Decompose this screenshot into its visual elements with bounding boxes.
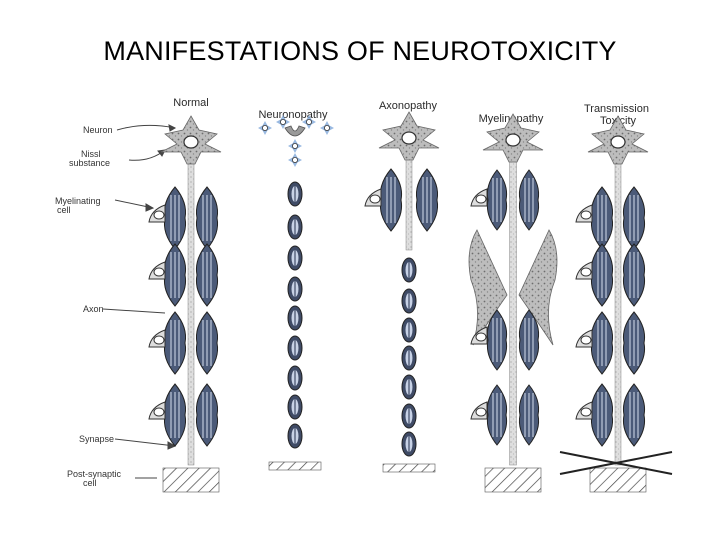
neuron-cell-body bbox=[588, 116, 648, 164]
nucleus bbox=[402, 132, 416, 144]
node-segment bbox=[288, 424, 302, 448]
nucleus bbox=[611, 136, 625, 148]
node-segment bbox=[288, 277, 302, 301]
axon bbox=[510, 145, 517, 465]
label-myelinating-cell: Myelinating cell bbox=[55, 196, 103, 215]
post-synaptic-cell bbox=[269, 462, 321, 470]
label-synapse: Synapse bbox=[79, 434, 114, 444]
slide-title: MANIFESTATIONS OF NEUROTOXICITY bbox=[0, 36, 720, 67]
myelinating-cell-nucleus bbox=[365, 189, 381, 206]
node-segment bbox=[288, 215, 302, 239]
myelinating-cell-nucleus bbox=[149, 402, 165, 419]
myelin-sheath bbox=[519, 385, 538, 445]
myelinating-cell-nucleus-core bbox=[581, 408, 591, 416]
post-synaptic-cell bbox=[590, 468, 646, 492]
node-segment bbox=[402, 404, 416, 428]
node-segment bbox=[288, 395, 302, 419]
myelin-sheath bbox=[623, 244, 644, 306]
column-header-axonopathy: Axonopathy bbox=[379, 100, 438, 112]
post-synaptic-cell bbox=[383, 464, 435, 472]
node-segment bbox=[288, 366, 302, 390]
label-post-synaptic-cell: Post-synaptic cell bbox=[67, 469, 124, 488]
myelinating-cell-nucleus bbox=[471, 402, 487, 419]
myelinating-cell-nucleus-core bbox=[581, 268, 591, 276]
myelin-sheath bbox=[591, 244, 612, 306]
myelinating-cell-nucleus-core bbox=[581, 211, 591, 219]
neurotoxicity-diagram: Normal Neuronopathy Axonopathy Myelinopa… bbox=[45, 90, 675, 502]
myelinating-cell-nucleus-core bbox=[476, 408, 486, 416]
myelin-sheath bbox=[591, 312, 612, 374]
fragmented-neuron bbox=[258, 115, 334, 167]
myelin-sheath bbox=[196, 384, 217, 446]
node-segment bbox=[402, 318, 416, 342]
myelinating-cell-nucleus-core bbox=[581, 336, 591, 344]
node-segment bbox=[402, 289, 416, 313]
myelinating-cell-nucleus bbox=[576, 330, 592, 347]
node-segment bbox=[402, 258, 416, 282]
myelin-sheath bbox=[519, 170, 538, 230]
debris-dot bbox=[292, 143, 297, 148]
column-header-neuronopathy: Neuronopathy bbox=[258, 109, 328, 121]
myelin-sheath bbox=[164, 312, 185, 374]
myelin-sheath bbox=[591, 187, 612, 249]
myelin-sheath bbox=[164, 244, 185, 306]
nucleus bbox=[506, 134, 520, 146]
axon bbox=[406, 145, 412, 250]
myelin-sheath bbox=[196, 312, 217, 374]
post-synaptic-cell bbox=[485, 468, 541, 492]
myelin-sheath bbox=[164, 384, 185, 446]
debris-dot bbox=[262, 125, 267, 130]
myelinating-cell-nucleus bbox=[471, 189, 487, 206]
myelin-sheath bbox=[196, 187, 217, 249]
post-synaptic-cell bbox=[163, 468, 219, 492]
diagram-content bbox=[149, 112, 672, 492]
myelin-sheath bbox=[380, 169, 401, 231]
debris-dot bbox=[324, 125, 329, 130]
myelinating-cell-nucleus-core bbox=[476, 195, 486, 203]
myelin-sheath bbox=[164, 187, 185, 249]
axon bbox=[615, 150, 621, 465]
nucleus bbox=[184, 136, 198, 148]
debris-dot bbox=[280, 119, 285, 124]
axon bbox=[188, 150, 194, 465]
myelinating-cell-nucleus bbox=[149, 330, 165, 347]
debris-dot bbox=[292, 157, 297, 162]
myelin-sheath bbox=[487, 170, 506, 230]
node-segment bbox=[402, 375, 416, 399]
label-axon: Axon bbox=[83, 304, 104, 314]
debris-dot bbox=[306, 119, 311, 124]
myelinating-cell-nucleus-core bbox=[476, 333, 486, 341]
myelinating-cell-nucleus bbox=[576, 205, 592, 222]
node-segment bbox=[402, 432, 416, 456]
myelinating-cell-nucleus bbox=[576, 402, 592, 419]
node-segment bbox=[288, 182, 302, 206]
neuron-cell-body bbox=[379, 112, 439, 160]
neuron-cell-body bbox=[161, 116, 221, 164]
column-header-normal: Normal bbox=[173, 97, 208, 109]
myelinating-cell-nucleus-core bbox=[154, 408, 164, 416]
diagram-canvas: Normal Neuronopathy Axonopathy Myelinopa… bbox=[45, 90, 675, 502]
myelinating-cell-nucleus bbox=[149, 262, 165, 279]
collapsed-soma bbox=[285, 126, 305, 136]
node-segment bbox=[402, 346, 416, 370]
myelinating-cell-nucleus-core bbox=[154, 336, 164, 344]
node-segment bbox=[288, 306, 302, 330]
label-nissl-substance: Nissl substance bbox=[69, 149, 110, 168]
myelinating-cell-nucleus bbox=[576, 262, 592, 279]
myelin-sheath bbox=[591, 384, 612, 446]
label-leader-lines bbox=[103, 125, 175, 478]
myelin-sheath bbox=[623, 384, 644, 446]
myelinating-cell-nucleus-core bbox=[154, 211, 164, 219]
node-segment bbox=[288, 246, 302, 270]
myelin-sheath bbox=[623, 312, 644, 374]
myelin-sheath bbox=[487, 385, 506, 445]
myelinating-cell-nucleus-core bbox=[154, 268, 164, 276]
label-neuron: Neuron bbox=[83, 125, 113, 135]
myelin-sheath bbox=[623, 187, 644, 249]
myelin-sheath bbox=[196, 244, 217, 306]
myelinating-cell-nucleus-core bbox=[370, 195, 380, 203]
node-segment bbox=[288, 336, 302, 360]
myelin-sheath bbox=[416, 169, 437, 231]
